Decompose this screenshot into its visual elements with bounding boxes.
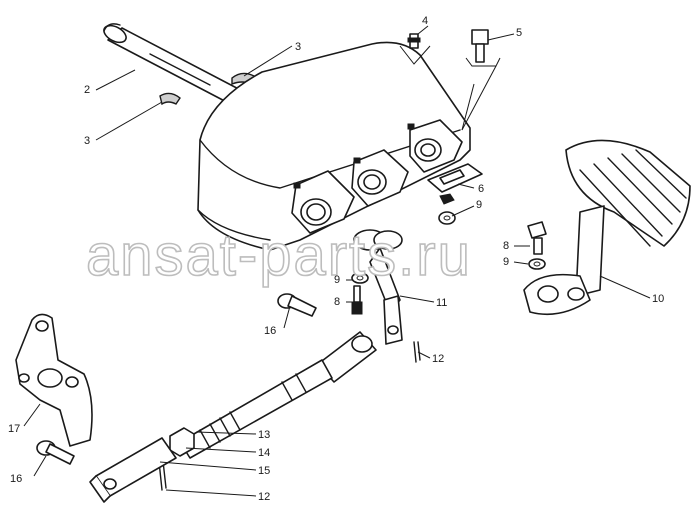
watermark-text: ansat-parts.ru (86, 223, 472, 288)
lever-part-11 (353, 229, 403, 345)
callout-8-centre: 8 (334, 296, 340, 308)
callout-12-lower: 12 (258, 491, 270, 503)
callout-16-lower: 16 (10, 473, 22, 485)
callout-15: 15 (258, 465, 270, 477)
housing-block (197, 41, 471, 251)
callout-10: 10 (652, 293, 664, 305)
callout-8-right: 8 (503, 240, 509, 252)
bolt-part-8-centre (351, 285, 363, 315)
callout-9-upper: 9 (476, 199, 482, 211)
rod-part-13 (179, 359, 333, 459)
grease-nipple-part-4 (399, 33, 431, 65)
callout-3-upper: 3 (295, 41, 301, 53)
arm-part-17 (15, 313, 93, 447)
callout-9-right: 9 (503, 256, 509, 268)
pedal-part-10 (523, 139, 691, 316)
pin-part-16-upper (277, 293, 317, 317)
pin-part-16-lower (36, 440, 75, 465)
washer-part-9-centre (351, 272, 369, 284)
bolt-part-5 (465, 29, 501, 67)
callout-17: 17 (8, 423, 20, 435)
callout-4: 4 (422, 15, 428, 27)
key-part-3-lower (159, 92, 181, 106)
callout-14: 14 (258, 447, 270, 459)
plate-part-6 (427, 163, 483, 193)
washer-part-9-right (528, 258, 546, 270)
callout-9-centre: 9 (334, 274, 340, 286)
callout-2: 2 (84, 84, 90, 96)
callout-3-lower: 3 (84, 135, 90, 147)
callout-numbers: 2 3 3 4 5 6 9 8 9 10 11 9 8 12 16 13 14 … (8, 15, 664, 503)
callout-16-upper: 16 (264, 325, 276, 337)
callout-11: 11 (436, 297, 447, 309)
callout-6: 6 (478, 183, 484, 195)
callout-5: 5 (516, 27, 522, 39)
cotter-pin-part-12-upper (413, 341, 421, 363)
bolt-part-8-right (527, 221, 547, 255)
callout-13: 13 (258, 429, 270, 441)
leader-lines (23, 25, 651, 497)
washer-part-9-upper (438, 193, 456, 225)
fork-part-15 (89, 437, 177, 503)
callout-12-upper: 12 (432, 353, 444, 365)
